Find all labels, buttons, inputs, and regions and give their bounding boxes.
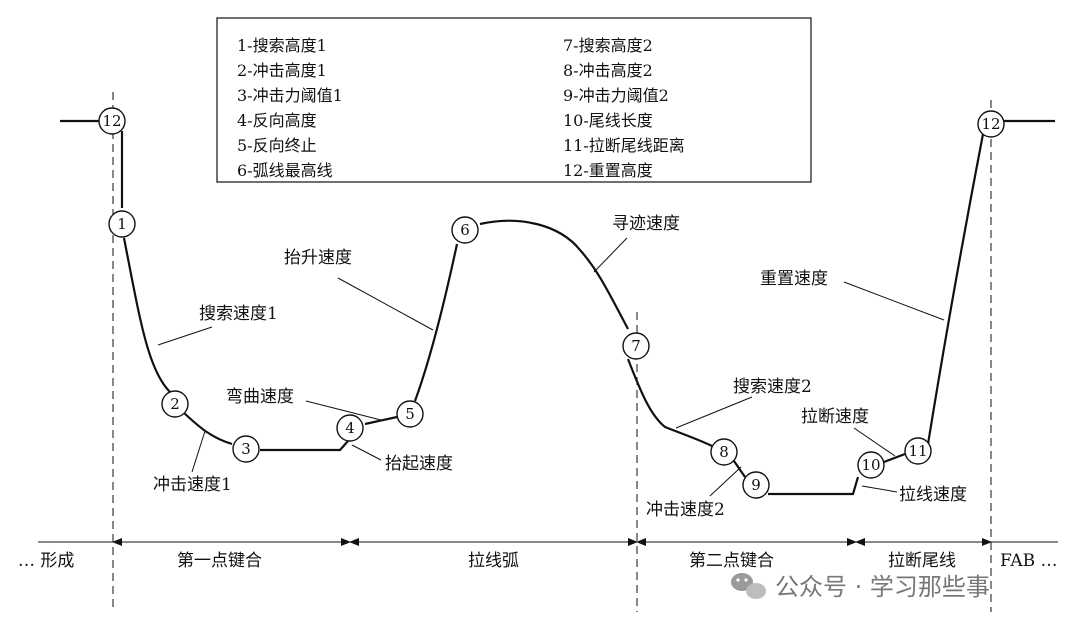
leader-line [191,430,206,473]
point-number: 3 [241,440,251,458]
leader-line [337,277,434,331]
point-5 [396,400,424,428]
point-6 [451,216,479,244]
leader-lines [157,237,945,497]
label-search-speed-2: 搜索速度2 [733,377,812,397]
leader-line [157,326,213,346]
phase-forming: … 形成 [18,551,74,571]
legend-item: 1-搜索高度1 [237,36,327,55]
leader-line [709,466,742,497]
label-impact-speed-2: 冲击速度2 [646,500,725,520]
point-number: 9 [751,476,761,494]
legend-col-right: 7-搜索高度2 8-冲击高度2 9-冲击力阈值2 10-尾线长度 11-拉断尾线… [563,36,685,180]
point-number: 7 [631,337,641,355]
phase-boundaries [112,92,992,612]
leader-line [593,237,628,273]
label-bend-speed: 弯曲速度 [226,387,294,407]
phase-fab: FAB … [1000,551,1058,571]
legend-item: 11-拉断尾线距离 [563,136,685,155]
point-3 [232,435,260,463]
point-number: 11 [908,442,927,460]
point-12-start [98,107,126,135]
point-9 [742,471,770,499]
legend-item: 9-冲击力阈值2 [563,86,669,105]
label-search-speed-1: 搜索速度1 [199,304,278,324]
legend-item: 2-冲击高度1 [237,61,327,80]
leader-line [351,444,382,461]
legend-item: 4-反向高度 [237,111,317,130]
label-trace-speed: 寻迹速度 [612,214,680,234]
point-number: 2 [170,395,180,413]
phase-first-bond: 第一点键合 [177,551,262,571]
point-number: 5 [405,405,415,423]
point-number: 12 [981,115,1000,133]
speed-labels: 搜索速度1 冲击速度1 弯曲速度 抬起速度 抬升速度 寻迹速度 搜索速度2 冲击… [153,214,967,520]
point-7 [622,332,650,360]
legend-item: 10-尾线长度 [563,111,653,130]
legend-item: 6-弧线最高线 [237,161,333,180]
leader-line [843,281,945,321]
label-reset-speed: 重置速度 [760,269,828,289]
label-lift-speed: 抬升速度 [284,248,352,268]
leader-line [305,400,382,421]
legend-item: 5-反向终止 [237,136,317,155]
label-break-speed: 拉断速度 [801,407,869,427]
point-11 [904,437,932,465]
wechat-icon [731,573,766,599]
leader-line [853,427,896,457]
label-tail-speed: 拉线速度 [899,485,967,505]
point-number: 10 [861,456,880,474]
phase-second-bond: 第二点键合 [689,551,774,571]
phase-tail-break: 拉断尾线 [888,551,956,571]
point-2 [161,390,189,418]
point-10 [857,451,885,479]
phase-loop: 拉线弧 [468,551,519,571]
point-number: 1 [117,215,127,233]
point-markers [98,107,1005,499]
label-raise-speed: 抬起速度 [385,454,453,474]
point-number: 6 [460,221,470,239]
leader-line [675,396,753,429]
leader-line [861,485,898,493]
legend-item: 3-冲击力阈值1 [237,86,343,105]
legend-box [216,17,812,183]
legend-item: 8-冲击高度2 [563,61,653,80]
watermark-text: 公众号 · 学习那些事 [775,573,990,601]
legend-col-left: 1-搜索高度1 2-冲击高度1 3-冲击力阈值1 4-反向高度 5-反向终止 6… [237,36,343,180]
legend-item: 7-搜索高度2 [563,36,653,55]
point-4 [336,414,364,442]
label-impact-speed-1: 冲击速度1 [153,475,232,495]
legend-item: 12-重置高度 [563,161,653,180]
point-number: 8 [719,443,729,461]
point-12-end [977,110,1005,138]
point-numbers: 12 1 2 3 4 5 6 7 8 9 10 11 12 [102,112,1000,494]
point-8 [710,438,738,466]
point-1 [108,210,136,238]
point-number: 4 [345,419,355,437]
phase-labels: … 形成 第一点键合 拉线弧 第二点键合 拉断尾线 FAB … [18,551,1058,571]
point-number: 12 [102,112,121,130]
watermark: 公众号 · 学习那些事 [731,573,990,601]
